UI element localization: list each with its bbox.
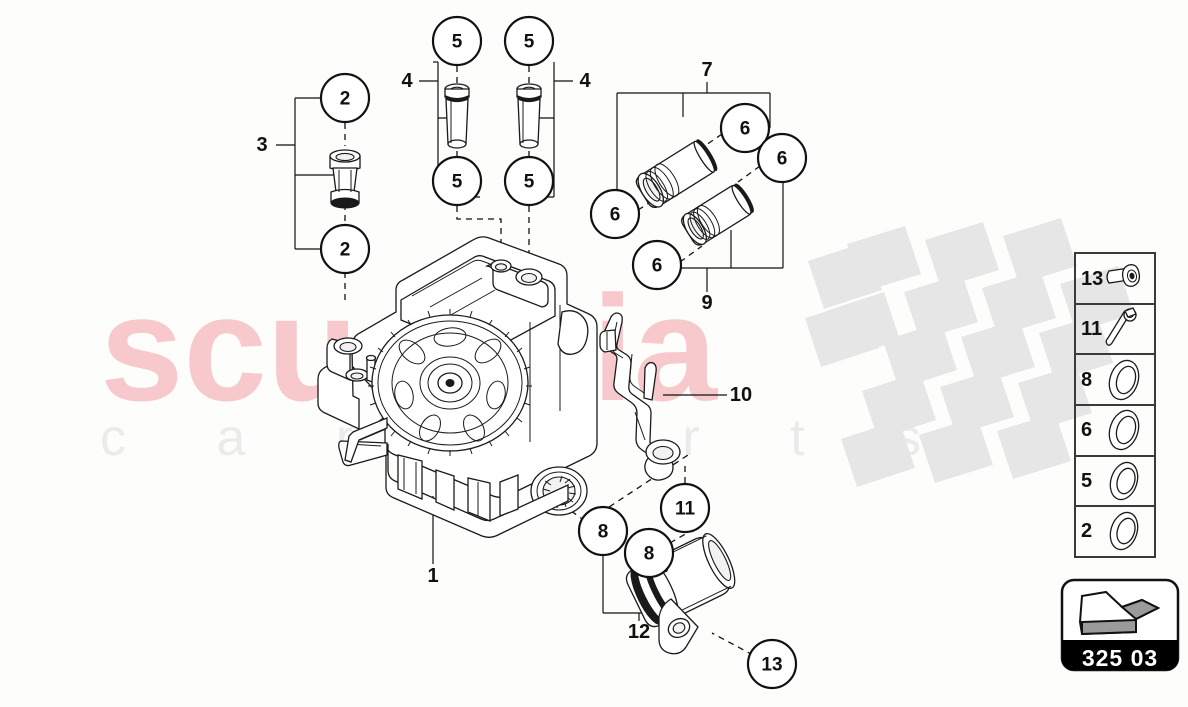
part-bushing-3 bbox=[329, 149, 361, 209]
callout-c-6-a[interactable]: 6 bbox=[719, 102, 771, 154]
parts-legend-table[interactable]: 13 11 8 bbox=[1074, 252, 1156, 558]
callout-label: 5 bbox=[452, 32, 463, 53]
callout-c-8-b[interactable]: 8 bbox=[623, 527, 675, 579]
diagram-code-text: 325 03 bbox=[1082, 645, 1158, 671]
callout-c-2-top[interactable]: 2 bbox=[319, 72, 371, 124]
callout-label: 2 bbox=[340, 240, 351, 261]
callout-c-3[interactable]: 3 bbox=[256, 134, 267, 156]
callout-c-13[interactable]: 13 bbox=[746, 638, 798, 690]
legend-row-number: 2 bbox=[1081, 520, 1092, 542]
callout-c-6-d[interactable]: 6 bbox=[631, 239, 683, 291]
legend-row-number: 5 bbox=[1081, 470, 1092, 492]
o-ring-icon-5 bbox=[1109, 461, 1139, 501]
callout-label: 3 bbox=[256, 134, 267, 156]
callout-label: 8 bbox=[644, 544, 655, 565]
callout-label: 5 bbox=[524, 32, 535, 53]
part-dowel-pin-right bbox=[516, 83, 542, 149]
callout-layer[interactable]: 2 2 3 5 5 5 5 4 4 7 bbox=[256, 15, 808, 690]
callout-c-4-r[interactable]: 4 bbox=[579, 70, 591, 92]
callout-c-8-a[interactable]: 8 bbox=[577, 505, 629, 557]
callout-label: 10 bbox=[730, 384, 752, 406]
callout-c-4-l[interactable]: 4 bbox=[401, 70, 413, 92]
callout-c-5-tr[interactable]: 5 bbox=[503, 15, 555, 67]
callout-c-6-c[interactable]: 6 bbox=[589, 188, 641, 240]
callout-label: 2 bbox=[340, 89, 351, 110]
part-transmission-housing-1 bbox=[317, 236, 598, 538]
part-sleeve-upper bbox=[635, 139, 718, 209]
legend-row-number: 13 bbox=[1081, 268, 1103, 290]
callout-c-9[interactable]: 9 bbox=[701, 292, 712, 314]
callout-c-6-b[interactable]: 6 bbox=[756, 132, 808, 184]
part-flange-sleeve-12 bbox=[625, 533, 736, 655]
callout-c-5-bl[interactable]: 5 bbox=[431, 155, 483, 207]
legend-row-number: 8 bbox=[1081, 369, 1092, 391]
callout-c-5-br[interactable]: 5 bbox=[503, 155, 555, 207]
legend-row-6[interactable]: 6 bbox=[1081, 407, 1143, 454]
callout-c-5-tl[interactable]: 5 bbox=[431, 15, 483, 67]
part-dowel-pin-left bbox=[444, 83, 470, 149]
callout-label: 12 bbox=[628, 621, 650, 643]
legend-row-13[interactable]: 13 bbox=[1081, 264, 1141, 290]
callout-label: 6 bbox=[777, 149, 788, 170]
callout-label: 13 bbox=[761, 655, 782, 676]
flange-bolt-icon bbox=[1106, 264, 1141, 287]
callout-label: 6 bbox=[610, 205, 621, 226]
callout-label: 11 bbox=[675, 499, 696, 520]
checkered-flag bbox=[805, 218, 1134, 487]
callout-label: 4 bbox=[579, 70, 591, 92]
callout-label: 8 bbox=[598, 522, 609, 543]
callout-label: 6 bbox=[740, 119, 751, 140]
callout-c-12[interactable]: 12 bbox=[628, 621, 650, 643]
callout-label: 4 bbox=[401, 70, 413, 92]
part-selector-fork-10 bbox=[599, 312, 681, 481]
callout-c-1[interactable]: 1 bbox=[427, 565, 438, 587]
callout-label: 9 bbox=[701, 292, 712, 314]
callout-c-11[interactable]: 11 bbox=[659, 482, 711, 534]
o-ring-icon-6 bbox=[1108, 409, 1140, 451]
diagram-code-badge[interactable]: 325 03 bbox=[1060, 578, 1180, 672]
callout-label: 1 bbox=[427, 565, 438, 587]
callout-label: 6 bbox=[652, 256, 663, 277]
callout-label: 7 bbox=[701, 59, 712, 81]
o-ring-icon-8 bbox=[1108, 359, 1140, 401]
part-sleeve-lower bbox=[681, 183, 754, 246]
legend-row-11[interactable]: 11 bbox=[1081, 307, 1137, 346]
callout-label: 5 bbox=[452, 172, 463, 193]
legend-row-5[interactable]: 5 bbox=[1081, 459, 1142, 503]
callout-c-7[interactable]: 7 bbox=[701, 59, 712, 81]
legend-row-2[interactable]: 2 bbox=[1081, 509, 1142, 553]
housing-gear-wheel bbox=[368, 309, 532, 456]
o-ring-icon-2 bbox=[1109, 511, 1139, 551]
legend-row-8[interactable]: 8 bbox=[1081, 357, 1143, 404]
long-bolt-icon bbox=[1105, 307, 1137, 346]
legend-row-number: 11 bbox=[1081, 318, 1102, 340]
legend-row-number: 6 bbox=[1081, 419, 1092, 441]
callout-c-10[interactable]: 10 bbox=[730, 384, 752, 406]
callout-c-2-bot[interactable]: 2 bbox=[319, 223, 371, 275]
wedge-shape-icon bbox=[1078, 590, 1161, 636]
callout-label: 5 bbox=[524, 172, 535, 193]
